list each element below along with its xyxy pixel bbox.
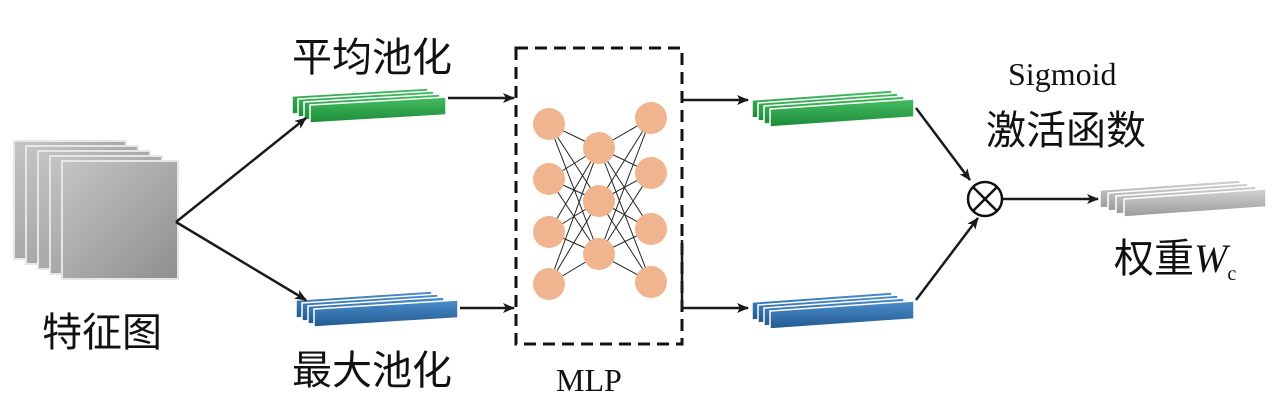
mlp-neuron (583, 185, 615, 217)
arrow-feature-to-avg (175, 117, 307, 223)
feature-map-stack (13, 140, 179, 280)
arrow-feature-to-max (175, 220, 307, 302)
feature-map-label: 特征图 (42, 310, 162, 356)
mlp-neuron (533, 163, 565, 195)
arrow-max-out-to-multiply (915, 217, 979, 301)
weight-vector (1099, 179, 1267, 218)
mlp-connection (598, 172, 652, 255)
weight-symbol: W (1194, 236, 1228, 281)
mlp-nodes (533, 102, 667, 300)
max-pool-label: 最大池化 (292, 348, 452, 394)
mlp-connection (598, 117, 652, 202)
mlp-connection (548, 147, 600, 233)
mlp-connection (598, 147, 652, 230)
mlp-connection (548, 200, 600, 285)
avg-pool-vector (291, 87, 447, 124)
weight-subscript: c (1227, 263, 1237, 285)
mlp-neuron (635, 157, 667, 189)
mlp-edges (548, 117, 652, 285)
mlp-box (514, 46, 684, 346)
arrow-avg-out-to-multiply (915, 107, 971, 181)
mlp-output-avg-vector (751, 89, 915, 128)
mlp-output-max-vector (751, 291, 915, 330)
mlp-connection (548, 147, 600, 285)
mlp-connection (598, 117, 652, 255)
max-pool-vector (295, 290, 459, 328)
sigmoid-label: Sigmoid (1008, 56, 1117, 92)
mlp-neuron (635, 213, 667, 245)
mlp-connection (548, 123, 600, 255)
arrow-mlp-to-max-out (680, 240, 749, 313)
activation-function-label: 激活函数 (986, 108, 1146, 154)
avg-pool-label: 平均池化 (292, 35, 452, 81)
mlp-neuron (533, 216, 565, 248)
weight-text: 权重 (1114, 236, 1194, 282)
mlp-neuron (533, 268, 565, 300)
mlp-neuron (635, 266, 667, 298)
mlp-label: MLP (556, 362, 622, 398)
weight-label: 权重Wc (1114, 226, 1237, 285)
circle-times-icon (966, 180, 1004, 218)
mlp-neuron (583, 132, 615, 164)
mlp-neuron (635, 102, 667, 134)
mlp-neuron (533, 108, 565, 140)
mlp-neuron (583, 238, 615, 270)
arrows (175, 93, 1099, 313)
